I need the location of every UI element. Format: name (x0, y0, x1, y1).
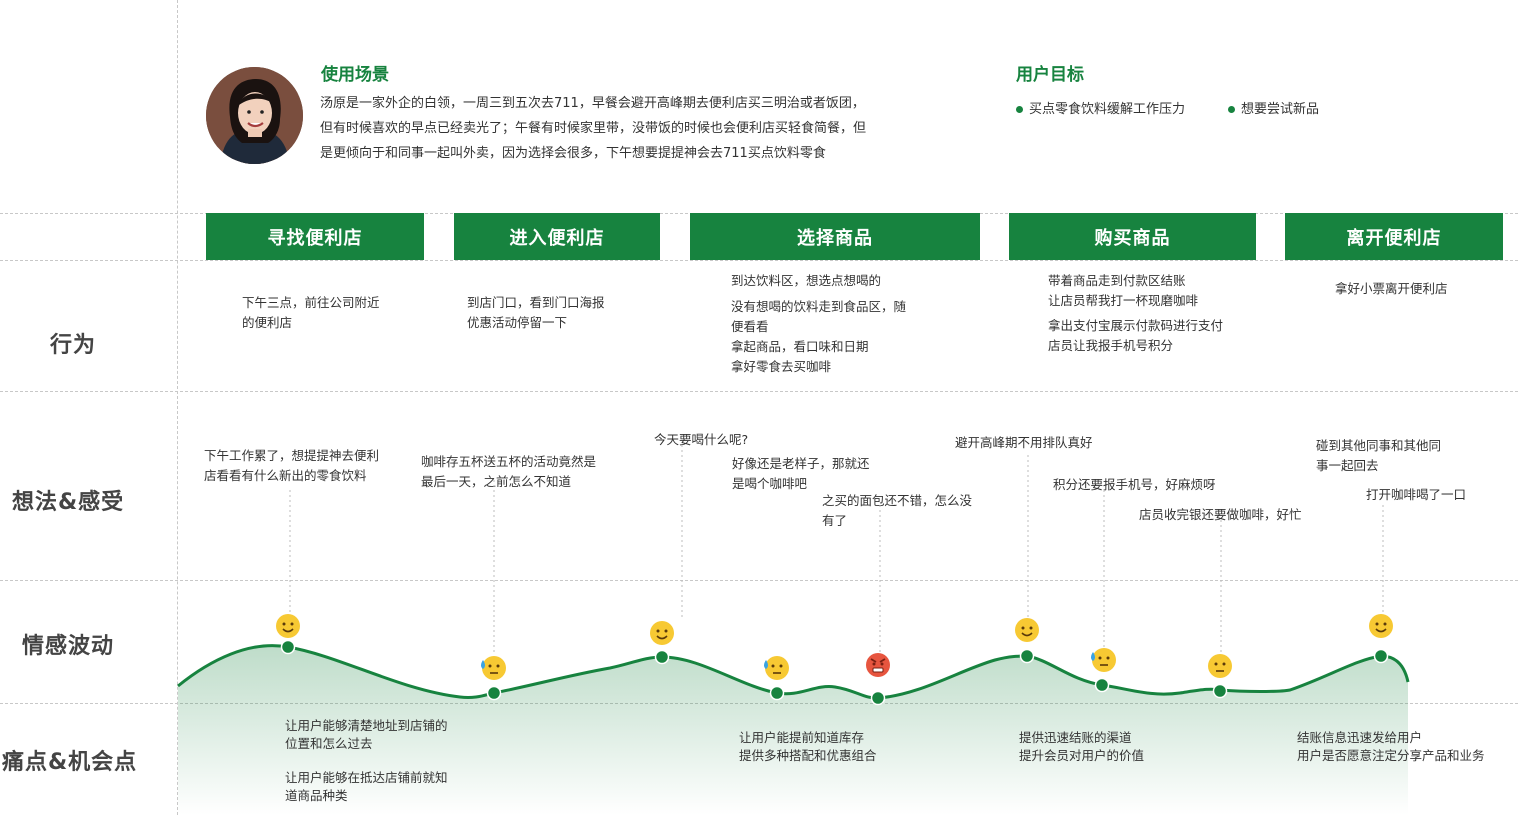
behavior-note: 带着商品走到付款区结账 让店员帮我打一杯现磨咖啡 (1048, 273, 1199, 308)
scenario-line: 但有时候喜欢的早点已经卖光了；午餐有时候家里带，没带饭的时候也会便利店买轻食简餐… (320, 121, 867, 136)
row-label-thoughts: 想法&感受 (12, 490, 125, 515)
bullet-icon (1016, 106, 1023, 113)
scenario-text: 汤原是一家外企的白领，一周三到五次去711，早餐会避开高峰期去便利店买三明治或者… (320, 91, 950, 166)
stage-buy-goods: 购买商品 (1009, 213, 1256, 260)
row-label-behavior: 行为 (50, 333, 97, 358)
stage-find-store: 寻找便利店 (206, 213, 424, 260)
opportunity-note: 让用户能够清楚地址到店铺的 位置和怎么过去 (285, 718, 448, 751)
thought-note: 今天要喝什么呢? (654, 432, 749, 447)
behavior-note: 拿好小票离开便利店 (1335, 281, 1448, 296)
row-label-emotion: 情感波动 (22, 634, 115, 659)
scenario-title: 使用场景 (321, 65, 389, 85)
scenario-line: 汤原是一家外企的白领，一周三到五次去711，早餐会避开高峰期去便利店买三明治或者… (320, 96, 865, 111)
behavior-note: 没有想喝的饮料走到食品区，随 便看看 拿起商品，看口味和日期 拿好零食去买咖啡 (731, 299, 907, 374)
thought-note: 店员收完银还要做咖啡，好忙 (1139, 507, 1302, 522)
column-divider (177, 0, 178, 815)
emotion-point (1019, 648, 1035, 664)
happy-face-icon (650, 621, 674, 645)
thought-note: 打开咖啡喝了一口 (1366, 487, 1467, 502)
happy-face-icon (276, 614, 300, 638)
opportunity-note: 让用户能够在抵达店铺前就知 道商品种类 (285, 770, 448, 803)
stage-leave-store: 离开便利店 (1285, 213, 1503, 260)
angry-face-icon (866, 653, 890, 677)
thought-note: 避开高峰期不用排队真好 (955, 435, 1093, 450)
emotion-point (870, 690, 886, 706)
goal-item: 想要尝试新品 (1228, 98, 1319, 117)
persona-avatar (206, 67, 303, 164)
thought-note: 下午工作累了，想提提神去便利 店看看有什么新出的零食饮料 (204, 448, 380, 483)
opportunity-note: 提供迅速结账的渠道 提升会员对用户的价值 (1019, 730, 1145, 763)
emotion-point (1212, 683, 1228, 699)
emotion-point (486, 685, 502, 701)
behavior-note: 到达饮料区，想选点想喝的 (731, 273, 882, 288)
neutral-face-icon (1208, 654, 1232, 678)
emotion-point (654, 649, 670, 665)
happy-face-icon (1369, 614, 1393, 638)
behavior-note: 到店门口，看到门口海报 优惠活动停留一下 (467, 295, 605, 330)
thought-note: 碰到其他同事和其他同 事一起回去 (1316, 438, 1442, 473)
emotion-point (1094, 677, 1110, 693)
emotion-point (280, 639, 296, 655)
opportunity-note: 结账信息迅速发给用户 用户是否愿意注定分享产品和业务 (1297, 730, 1485, 763)
bullet-icon (1228, 106, 1235, 113)
scenario-line: 是更倾向于和同事一起叫外卖，因为选择会很多，下午想要提提神会去711买点饮料零食 (320, 146, 826, 161)
thought-note: 积分还要报手机号，好麻烦呀 (1053, 477, 1216, 492)
sweat-face-icon (1091, 648, 1116, 672)
sweat-face-icon (481, 656, 506, 680)
opportunity-note: 让用户能提前知道库存 提供多种搭配和优惠组合 (739, 730, 877, 763)
row-divider (0, 391, 1518, 392)
row-divider (0, 260, 1518, 261)
behavior-note: 下午三点，前往公司附近 的便利店 (242, 295, 380, 330)
thought-note: 好像还是老样子，那就还 是喝个咖啡吧 (732, 456, 870, 491)
row-label-pain-points: 痛点&机会点 (2, 750, 138, 775)
emotion-point (769, 685, 785, 701)
sweat-face-icon (764, 656, 789, 680)
emotion-point (1373, 648, 1389, 664)
thought-note: 之买的面包还不错，怎么没 有了 (822, 493, 973, 528)
goal-item: 买点零食饮料缓解工作压力 (1016, 98, 1185, 117)
thought-note: 咖啡存五杯送五杯的活动竟然是 最后一天，之前怎么不知道 (421, 454, 597, 489)
row-divider (0, 580, 1518, 581)
happy-face-icon (1015, 618, 1039, 642)
stage-enter-store: 进入便利店 (454, 213, 660, 260)
behavior-note: 拿出支付宝展示付款码进行支付 店员让我报手机号积分 (1048, 318, 1224, 353)
stage-select-goods: 选择商品 (690, 213, 980, 260)
goals-title: 用户目标 (1016, 65, 1084, 85)
